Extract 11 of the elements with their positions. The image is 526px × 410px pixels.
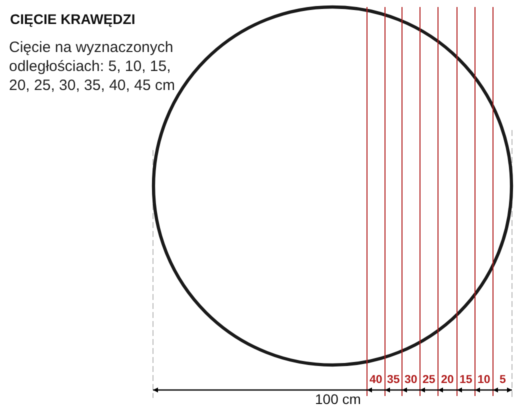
description-text: Cięcie na wyznaczonych odległościach: 5, 10, 15, 20, 25, 30, 35, 40, 45 cm (9, 38, 176, 95)
dimension-label: 5 (500, 374, 506, 386)
dimension-label: 20 (441, 374, 454, 386)
title: CIĘCIE KRAWĘDZI (10, 11, 136, 27)
dimension-label: 35 (387, 374, 400, 386)
dimension-label: 10 (478, 374, 490, 386)
dimension-label: 15 (460, 374, 472, 386)
dimension-label: 100 cm (315, 391, 361, 407)
dimension-label: 30 (404, 374, 418, 386)
dimension-label: 25 (422, 374, 436, 386)
dimension-label: 40 (370, 374, 382, 386)
